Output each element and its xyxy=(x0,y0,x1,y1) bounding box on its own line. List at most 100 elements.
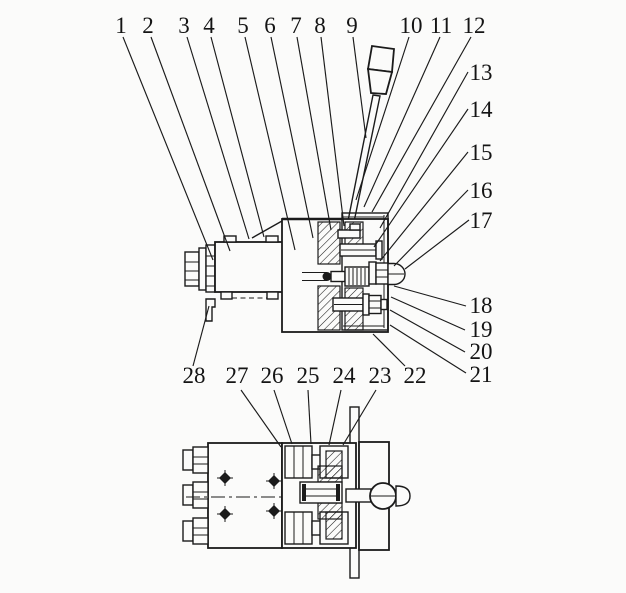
gland-hex xyxy=(284,445,313,479)
callout-24: 24 xyxy=(328,363,357,446)
callout-13: 13 xyxy=(379,60,493,229)
callout-19: 19 xyxy=(390,296,493,342)
channel-end-block xyxy=(302,484,306,501)
callout-12: 12 xyxy=(371,13,486,213)
callout-label: 21 xyxy=(470,362,493,387)
callout-label: 19 xyxy=(470,317,493,342)
callout-16: 16 xyxy=(393,178,493,267)
callout-label: 12 xyxy=(463,13,486,38)
plug-tip xyxy=(182,484,194,506)
mounting-bolt xyxy=(266,503,282,519)
leader-line xyxy=(371,36,472,213)
callout-label: 26 xyxy=(261,363,284,388)
callout-label: 15 xyxy=(470,140,493,165)
lower-stud-assembly xyxy=(332,293,388,316)
spool-assembly xyxy=(302,261,406,287)
leader-line xyxy=(372,333,406,367)
housing-top-lug xyxy=(265,235,279,243)
lever-shaft xyxy=(347,94,381,223)
housing-foot xyxy=(220,291,233,300)
leader-line xyxy=(404,219,470,270)
callout-label: 8 xyxy=(314,13,326,38)
leader-line xyxy=(240,389,282,448)
callout-28: 28 xyxy=(183,305,210,388)
callout-15: 15 xyxy=(379,140,493,262)
callout-11: 11 xyxy=(363,13,452,208)
leader-line xyxy=(390,296,466,331)
leader-line xyxy=(355,36,410,201)
detent-rod xyxy=(345,488,372,503)
actuator-housing xyxy=(214,241,284,293)
callout-label: 22 xyxy=(404,363,427,388)
mounting-bolt xyxy=(217,506,233,522)
leader-line xyxy=(393,189,469,267)
lever-link-housing xyxy=(337,229,361,239)
pivot-ball xyxy=(322,272,332,281)
port-plug xyxy=(182,481,209,509)
leader-line xyxy=(389,324,467,374)
callout-label: 24 xyxy=(333,363,357,388)
callout-6: 6 xyxy=(264,13,314,239)
callout-label: 5 xyxy=(237,13,249,38)
stud-washer xyxy=(362,293,370,316)
callout-18: 18 xyxy=(393,285,493,318)
callout-10: 10 xyxy=(355,13,423,201)
plug-hex xyxy=(192,446,209,474)
leader-line xyxy=(270,36,314,239)
actuator-housing-plan xyxy=(207,442,283,549)
callout-label: 18 xyxy=(470,293,493,318)
spring-seat-washer xyxy=(368,261,377,285)
leader-line xyxy=(244,36,296,251)
spool-channel xyxy=(299,481,343,504)
callout-8: 8 xyxy=(314,13,345,227)
lever-knob-base xyxy=(366,67,394,95)
leader-line xyxy=(373,108,469,248)
mounting-bracket xyxy=(205,298,216,322)
lever-pivot-pin xyxy=(349,223,361,231)
callout-26: 26 xyxy=(261,363,293,445)
bolt-diamond xyxy=(268,505,280,517)
plug-hex xyxy=(192,481,209,509)
bolt-diamond xyxy=(219,472,231,484)
plug-hex xyxy=(192,517,209,545)
spool-link xyxy=(330,270,346,283)
pin-end-washer xyxy=(375,240,383,260)
callout-5: 5 xyxy=(237,13,296,251)
callout-label: 6 xyxy=(264,13,276,38)
callout-label: 10 xyxy=(400,13,423,38)
callout-2: 2 xyxy=(142,13,231,252)
callout-22: 22 xyxy=(372,333,427,388)
channel-end-block xyxy=(336,484,340,501)
cover-plate-chamfer xyxy=(251,220,283,239)
callout-label: 2 xyxy=(142,13,154,38)
leader-line xyxy=(186,36,250,240)
leader-line xyxy=(328,389,342,446)
leader-line xyxy=(379,71,469,229)
housing-top-lug xyxy=(223,235,237,243)
callout-label: 1 xyxy=(115,13,127,38)
callouts: 1 2 3 4 5 6 7 8 xyxy=(115,13,494,448)
collar-ring xyxy=(198,247,207,291)
gland-hex xyxy=(284,511,313,545)
bore-hatch xyxy=(317,502,343,520)
callout-label: 3 xyxy=(178,13,190,38)
callout-label: 4 xyxy=(203,13,215,38)
leader-line xyxy=(320,36,345,227)
rod-end-cap xyxy=(395,485,411,507)
mounting-bolt xyxy=(266,473,282,489)
leader-line xyxy=(342,389,377,446)
housing-foot xyxy=(266,291,279,300)
plug-tip xyxy=(182,449,194,471)
end-hex-plug xyxy=(184,251,200,287)
callout-label: 14 xyxy=(470,97,494,122)
callout-23: 23 xyxy=(342,363,392,446)
callout-27: 27 xyxy=(226,363,282,448)
leader-line xyxy=(210,36,265,238)
lock-nut xyxy=(205,244,216,293)
leader-line xyxy=(150,36,231,252)
left-actuator-block xyxy=(184,235,284,322)
leader-line xyxy=(192,305,210,367)
callout-9: 9 xyxy=(346,13,367,139)
callout-label: 17 xyxy=(470,208,493,233)
lower-view-plan xyxy=(182,406,411,579)
